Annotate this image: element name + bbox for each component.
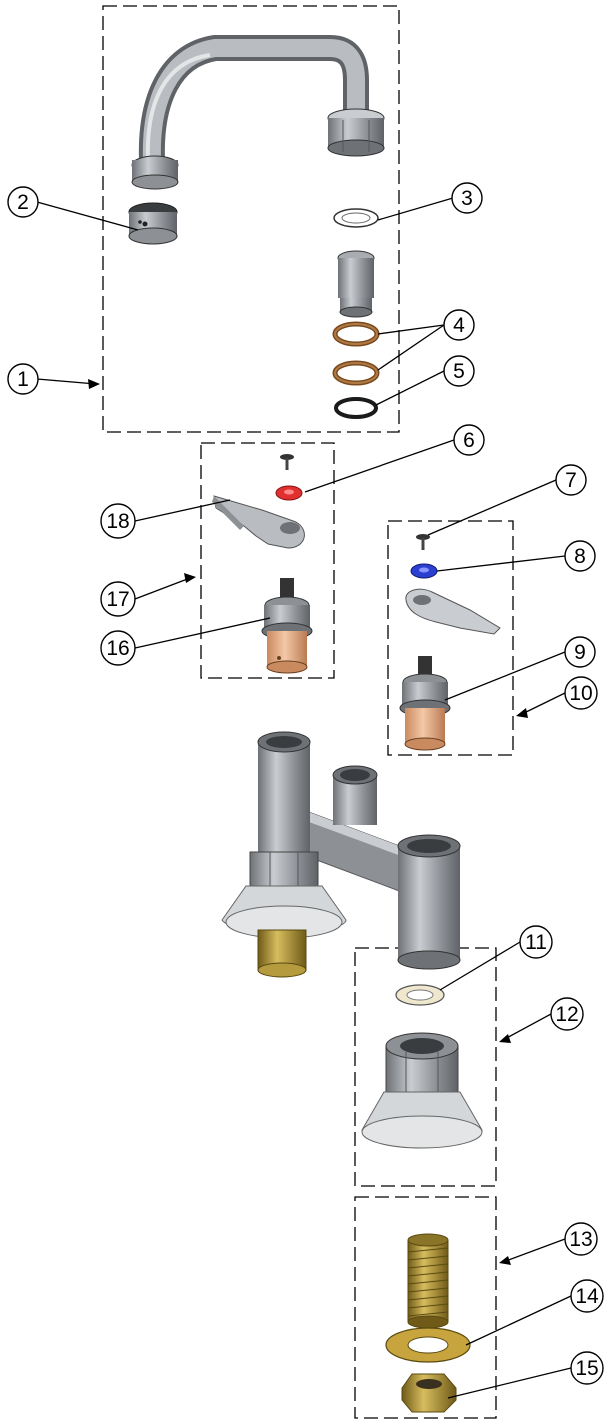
svg-text:9: 9 [574,641,586,664]
o-ring-4b [332,360,380,386]
lock-nut [401,1373,457,1413]
svg-text:14: 14 [575,1285,599,1308]
callout-5: 5 [443,355,475,387]
svg-text:6: 6 [463,429,475,452]
o-ring-4a [332,321,380,347]
callout-7: 7 [555,464,587,496]
callout-13: 13 [564,1222,598,1256]
svg-text:7: 7 [565,469,577,492]
callout-17: 17 [100,581,136,617]
callout-12: 12 [550,997,584,1031]
callout-15: 15 [570,1351,604,1385]
cold-cartridge [399,656,451,751]
callout-11: 11 [519,925,553,959]
aerator [128,202,178,245]
callout-6: 6 [453,424,485,456]
svg-text:2: 2 [17,191,29,214]
callout-1: 1 [7,363,39,395]
cold-screw [416,534,430,550]
callout-18: 18 [100,503,136,539]
svg-text:15: 15 [575,1357,598,1380]
svg-text:17: 17 [106,588,129,611]
callout-10: 10 [564,676,598,710]
svg-text:18: 18 [106,510,129,533]
callout-9: 9 [564,636,596,668]
callout-3: 3 [451,182,483,214]
nipple-assembly-box [354,1196,497,1419]
svg-text:8: 8 [574,545,586,568]
svg-text:10: 10 [569,682,592,705]
o-ring-5 [334,397,378,419]
leader-lines [36,197,572,1399]
svg-text:5: 5 [453,360,465,383]
svg-text:1: 1 [17,368,29,391]
hot-screw [280,454,294,470]
hot-handle-assembly-box [200,442,335,679]
svg-text:3: 3 [461,187,473,210]
spout [131,35,385,190]
callout-4: 4 [443,309,475,341]
hot-cartridge [261,578,313,674]
flange-nut [361,1032,483,1149]
spout-assembly-box [102,5,400,433]
callout-16: 16 [100,630,136,666]
cold-handle-assembly-box [387,520,514,756]
callout-2: 2 [7,186,39,218]
callout-8: 8 [564,540,596,572]
cold-lever-handle [405,588,501,635]
spout-sleeve [337,250,375,318]
svg-text:4: 4 [453,314,465,337]
hot-lever-handle [212,495,305,549]
flange-washer [395,984,445,1006]
threaded-nipple [407,1233,449,1329]
svg-text:12: 12 [555,1003,578,1026]
blue-index-button [410,563,438,579]
callout-14: 14 [570,1279,604,1313]
brass-washer [385,1327,471,1363]
red-index-button [275,485,303,501]
svg-text:16: 16 [106,637,129,660]
svg-text:11: 11 [525,931,547,954]
svg-text:13: 13 [569,1228,592,1251]
washer-3 [333,208,379,228]
faucet-body [221,731,461,978]
